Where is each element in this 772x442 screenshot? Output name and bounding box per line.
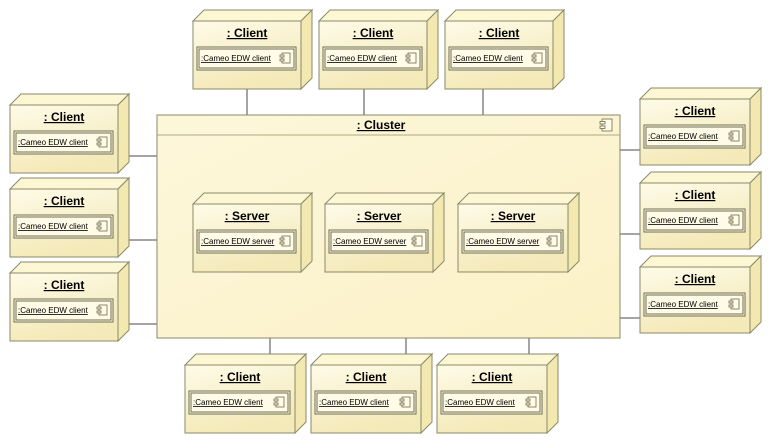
server-component-label: :Cameo EDW server [333, 237, 407, 246]
client-node-5[interactable]: : Client :Cameo EDW client [8, 176, 131, 259]
component-icon [405, 52, 417, 64]
client-node-12[interactable]: : Client :Cameo EDW client [435, 352, 560, 435]
client-component-label: :Cameo EDW client [648, 300, 719, 309]
component-icon [96, 304, 108, 316]
component-icon [96, 220, 108, 232]
client-title: : Client [675, 272, 716, 286]
client-component-label: :Cameo EDW client [193, 398, 264, 407]
server-component-label: :Cameo EDW server [466, 237, 540, 246]
component-icon [728, 298, 740, 310]
client-node-6[interactable]: : Client :Cameo EDW client [8, 260, 131, 343]
server-node-2[interactable]: : Server :Cameo EDW server [323, 191, 446, 274]
client-title: : Client [44, 278, 85, 292]
client-title: : Client [472, 370, 513, 384]
client-node-9[interactable]: : Client :Cameo EDW client [638, 254, 763, 335]
server-node-1[interactable]: : Server :Cameo EDW server [191, 191, 314, 274]
component-icon [546, 235, 558, 247]
client-component-label: :Cameo EDW client [453, 54, 524, 63]
client-node-2[interactable]: : Client :Cameo EDW client [317, 8, 440, 91]
client-title: : Client [44, 194, 85, 208]
component-icon [728, 130, 740, 142]
client-title: : Client [346, 370, 387, 384]
client-title: : Client [353, 26, 394, 40]
server-title: : Server [491, 209, 536, 223]
client-node-3[interactable]: : Client :Cameo EDW client [443, 8, 566, 91]
component-icon [279, 52, 291, 64]
component-icon [531, 52, 543, 64]
nodes: : Server :Cameo EDW server : Server :Cameo … [8, 8, 763, 435]
cluster-title: : Cluster [357, 118, 406, 132]
server-title: : Server [357, 209, 402, 223]
client-component-label: :Cameo EDW client [648, 216, 719, 225]
client-title: : Client [675, 188, 716, 202]
component-icon [273, 396, 285, 408]
component-icon [96, 136, 108, 148]
client-component-label: :Cameo EDW client [319, 398, 390, 407]
component-icon [399, 396, 411, 408]
server-title: : Server [225, 209, 270, 223]
component-icon [411, 235, 423, 247]
component-icon [599, 118, 613, 132]
client-title: : Client [479, 26, 520, 40]
client-component-label: :Cameo EDW client [648, 132, 719, 141]
client-component-label: :Cameo EDW client [18, 222, 89, 231]
component-icon [728, 214, 740, 226]
component-icon [279, 235, 291, 247]
client-component-label: :Cameo EDW client [327, 54, 398, 63]
client-title: : Client [220, 370, 261, 384]
client-title: : Client [44, 110, 85, 124]
client-component-label: :Cameo EDW client [18, 138, 89, 147]
client-node-8[interactable]: : Client :Cameo EDW client [638, 170, 763, 251]
client-node-7[interactable]: : Client :Cameo EDW client [638, 86, 763, 167]
client-node-11[interactable]: : Client :Cameo EDW client [309, 352, 434, 435]
client-node-4[interactable]: : Client :Cameo EDW client [8, 92, 131, 175]
client-component-label: :Cameo EDW client [201, 54, 272, 63]
client-node-10[interactable]: : Client :Cameo EDW client [183, 352, 308, 435]
server-node-3[interactable]: : Server :Cameo EDW server [456, 191, 581, 274]
client-component-label: :Cameo EDW client [18, 306, 89, 315]
server-component-label: :Cameo EDW server [201, 237, 275, 246]
client-node-1[interactable]: : Client :Cameo EDW client [191, 8, 314, 91]
client-component-label: :Cameo EDW client [445, 398, 516, 407]
component-icon [525, 396, 537, 408]
client-title: : Client [675, 104, 716, 118]
client-title: : Client [227, 26, 268, 40]
